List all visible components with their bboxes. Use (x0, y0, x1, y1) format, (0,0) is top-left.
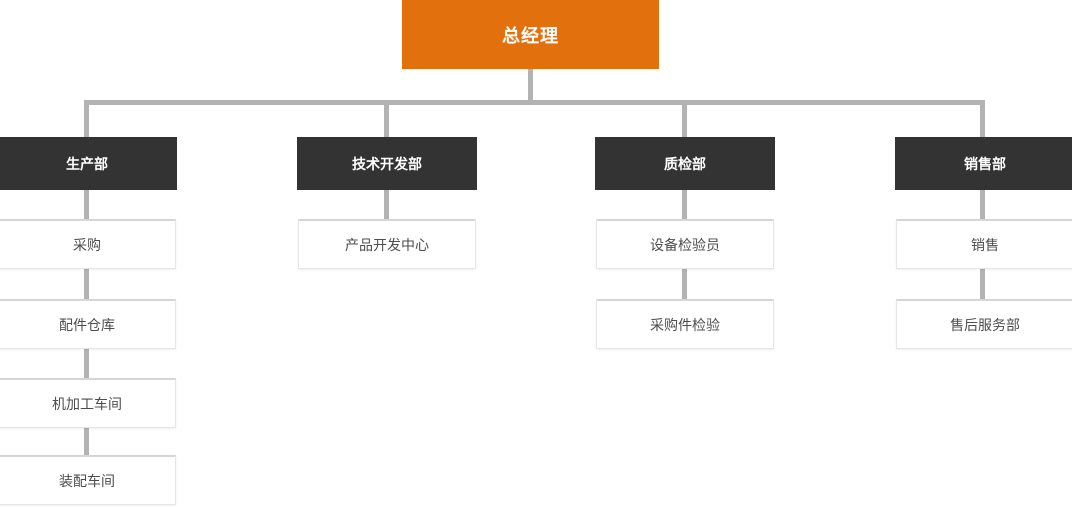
node-parts-warehouse: 配件仓库 (0, 299, 176, 349)
node-equipment-inspector: 设备检验员 (596, 219, 774, 269)
connector-drop-production (84, 104, 89, 137)
connector-col1-seg2 (84, 269, 89, 299)
connector-col4-seg2 (980, 269, 985, 299)
dept-node-quality-inspection: 质检部 (595, 137, 775, 190)
dept-node-sales: 销售部 (895, 137, 1072, 190)
connector-col3-seg2 (682, 269, 687, 299)
connector-root-stem (528, 69, 533, 104)
node-after-sales-service: 售后服务部 (896, 299, 1072, 349)
connector-horizontal-bar (84, 100, 985, 105)
node-sales: 销售 (896, 219, 1072, 269)
connector-col1-seg4 (84, 427, 89, 455)
node-assembly-workshop: 装配车间 (0, 455, 176, 505)
node-machining-workshop: 机加工车间 (0, 378, 176, 428)
connector-drop-quality (682, 104, 687, 137)
connector-col1-seg1 (84, 190, 89, 219)
dept-node-production: 生产部 (0, 137, 177, 190)
node-purchasing: 采购 (0, 219, 176, 269)
connector-col2-seg1 (384, 190, 389, 219)
connector-col3-seg1 (682, 190, 687, 219)
connector-col1-seg3 (84, 349, 89, 378)
connector-drop-sales (980, 104, 985, 137)
root-node-general-manager: 总经理 (402, 0, 659, 69)
node-product-dev-center: 产品开发中心 (298, 219, 476, 269)
dept-node-tech-development: 技术开发部 (297, 137, 477, 190)
connector-drop-tech-dev (384, 104, 389, 137)
node-purchased-parts-inspection: 采购件检验 (596, 299, 774, 349)
connector-col4-seg1 (980, 190, 985, 219)
